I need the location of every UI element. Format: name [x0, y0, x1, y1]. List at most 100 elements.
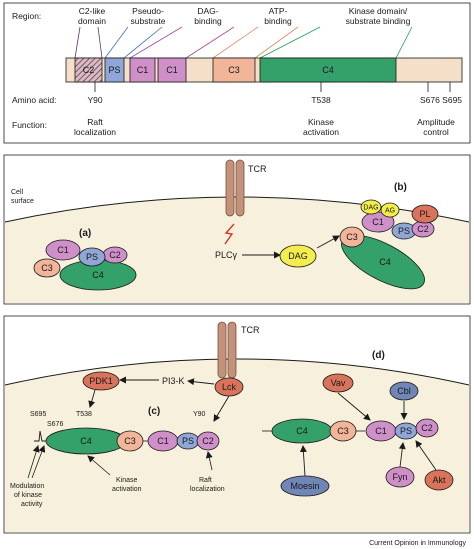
bracket-atp-left [212, 26, 259, 59]
journal-credit: Current Opinion in Immunology [369, 540, 466, 547]
region-pseudosubstrate-line1: Pseudo- [132, 6, 164, 16]
row-label-region: Region: [12, 11, 41, 21]
annotation-modulation-line2: of kinase [14, 492, 42, 499]
label-d: (d) [372, 350, 385, 361]
complex-b-dag [360, 199, 382, 215]
chain-c-c1-label: C1 [157, 436, 169, 446]
pi3k-label: PI3-K [162, 376, 185, 386]
cell-surface-line1: Cell [11, 189, 24, 196]
complex-b-ag-label: AG [385, 208, 395, 215]
annotation-kinase-line1: Kinase [116, 477, 138, 484]
function-amplitude-line2: control [423, 127, 449, 137]
cell-cytoplasm-bottom [5, 359, 469, 532]
bracket-ps-right [123, 26, 163, 59]
chain-c-c3-label: C3 [124, 436, 136, 446]
label-c: (c) [148, 406, 160, 417]
row-label-function: Function: [12, 120, 47, 130]
complex-b-c4-label: C4 [379, 257, 391, 267]
lightning-icon [224, 223, 235, 245]
bracket-dag-right [185, 26, 235, 59]
domain-structure-panel: Region: Amino acid: Function: C2-like do… [3, 2, 471, 144]
akt-label: Akt [432, 475, 446, 485]
region-pseudosubstrate-line2: substrate [131, 16, 166, 26]
label-b: (b) [394, 182, 407, 193]
function-amplitude-line1: Amplitude [417, 117, 455, 127]
complex-b-c2-label: C2 [417, 224, 429, 234]
cell-membrane-bottom [4, 358, 470, 386]
domain-c4-box [259, 57, 397, 83]
bracket-kinase-right [395, 26, 413, 59]
arrow-vav-to-c1 [337, 392, 371, 421]
complex-b-pl [411, 204, 439, 224]
complex-b-c3 [339, 226, 365, 248]
annotation-raft-line2: localization [190, 486, 225, 493]
arrow-fyn-to-ps [398, 442, 406, 468]
annotation-kinase-line2: activation [112, 486, 142, 493]
arrow-modulation-s676 [31, 445, 46, 479]
chain-c-ps-label: PS [182, 436, 194, 446]
tcr-chain-left [225, 159, 235, 217]
residue-s676-label: S676 [47, 421, 63, 428]
region-dag-binding-line1: DAG- [197, 6, 218, 16]
cbl-label: Cbl [397, 386, 411, 396]
arrow-lck-to-pi3k [187, 378, 215, 386]
domain-ps-box [104, 57, 125, 83]
complex-b-c3-label: C3 [346, 232, 358, 242]
residue-t538-label: T538 [76, 411, 92, 418]
chain-d-c3-label: C3 [337, 426, 349, 436]
complex-b-dag-label: DAG [363, 205, 378, 212]
label-a: (a) [79, 228, 91, 239]
arrow-moesin-to-c4 [299, 445, 307, 477]
chain-d-c2-label: C2 [421, 423, 433, 433]
c-terminal-tail [34, 430, 46, 442]
arrow-raft-localization [205, 451, 213, 471]
residue-t538: T538 [311, 95, 331, 105]
region-dag-binding-line2: binding [194, 16, 222, 26]
chain-d-c4-label: C4 [296, 426, 308, 436]
function-kinase-line2: activation [303, 127, 339, 137]
domain-c1b-label: C1 [166, 65, 178, 75]
activation-panel: TCR Cell surface PLCγ DAG (a) C4 C3 C1 C… [3, 154, 471, 305]
bracket-dag-left [129, 26, 183, 59]
tcr-label-bottom: TCR [241, 325, 260, 335]
chain-d-ps-label: PS [400, 426, 412, 436]
arrow-akt-to-ps [415, 440, 437, 471]
region-kinase-domain-line2: substrate binding [346, 16, 411, 26]
complex-a-ps-label: PS [86, 252, 98, 262]
tcr-chain-right [235, 159, 245, 217]
arrow-modulation-s695 [27, 445, 40, 479]
dag-molecule [279, 244, 317, 268]
function-kinase-line1: Kinase [308, 117, 334, 127]
complex-a-c3-label: C3 [41, 263, 53, 273]
complex-a-c3 [33, 258, 61, 278]
arrow-dag-to-complex [316, 235, 340, 249]
moesin-label: Moesin [290, 481, 319, 491]
bracket-ps-left [104, 26, 129, 59]
annotation-raft-line1: Raft [199, 477, 212, 484]
complex-b-ps-label: PS [398, 226, 410, 236]
complex-a-c2-label: C2 [109, 250, 121, 260]
domain-c1a-box [129, 57, 156, 83]
arrow-pdk1-to-t538 [88, 389, 96, 408]
region-atp-binding-line2: binding [264, 16, 292, 26]
residue-y90: Y90 [87, 95, 102, 105]
residue-y90-label: Y90 [193, 411, 206, 418]
function-raft-line2: localization [74, 127, 116, 137]
tcr-chain-left-bottom [217, 321, 227, 379]
chain-d-c1-label: C1 [375, 426, 387, 436]
bracket-c2-left [74, 26, 81, 59]
fyn-label: Fyn [392, 472, 407, 482]
bracket-atp-right [254, 26, 299, 59]
complex-a-c4-label: C4 [92, 270, 104, 280]
tcr-chain-right-bottom [227, 321, 237, 379]
annotation-modulation-line1: Modulation [10, 483, 44, 490]
region-c2-like-line1: C2-like [79, 6, 106, 16]
region-atp-binding-line1: ATP- [269, 6, 288, 16]
arrow-kinase-activation [87, 455, 111, 476]
chain-c-c2 [196, 431, 220, 451]
domain-c3-label: C3 [228, 65, 240, 75]
complex-b-pl-label: PL [419, 209, 430, 219]
row-label-amino-acid: Amino acid: [12, 95, 56, 105]
residue-s695-label: S695 [30, 411, 46, 418]
